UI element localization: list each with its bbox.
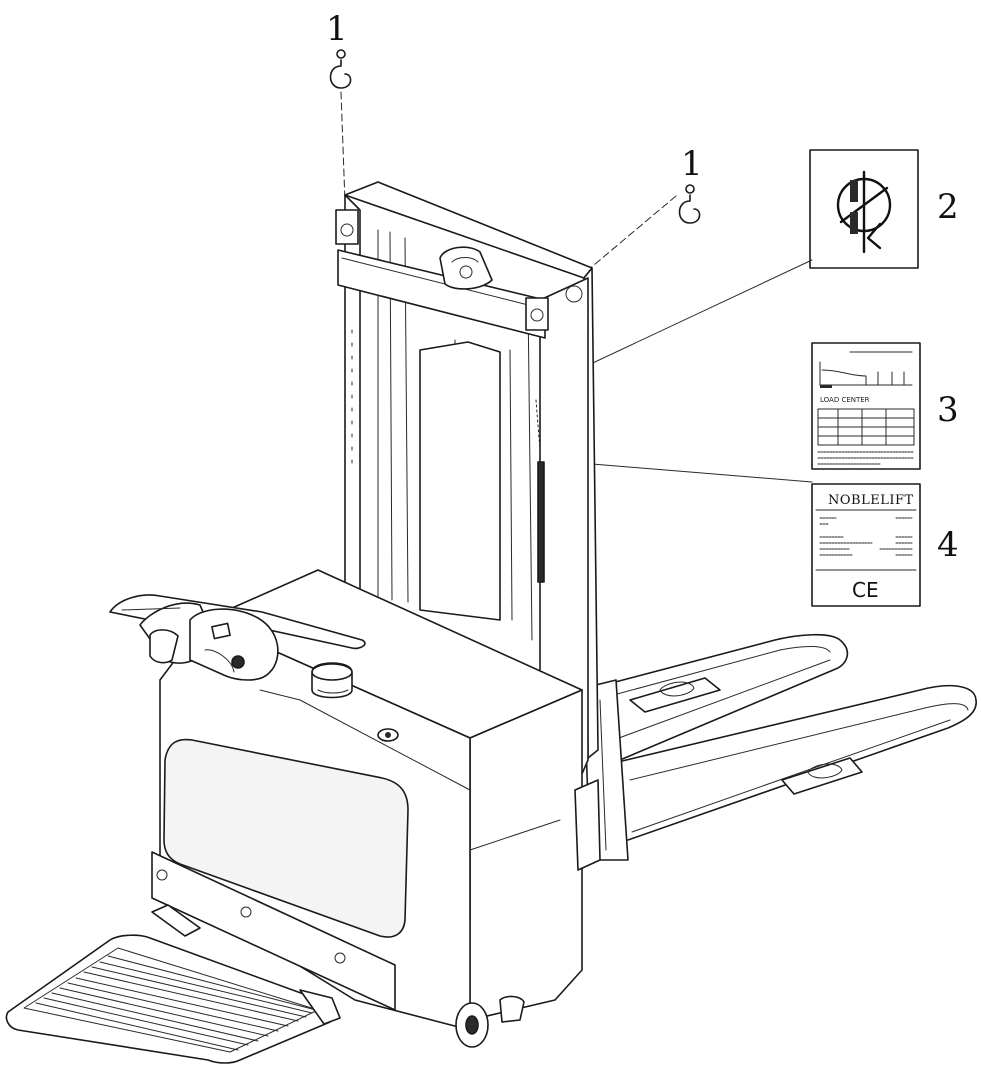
emergency-stop [311,662,353,699]
tiller [109,594,366,681]
callout-2: 2 [937,187,959,227]
drive-wheel [455,995,525,1048]
lifting-hook-icon [329,49,352,89]
lifting-hook-icon [678,184,701,224]
ce-mark-icon: CE [852,578,879,602]
platform-grating [35,955,317,1051]
lifting-eye-left [335,209,359,245]
chassis [151,569,583,1031]
label-2-group: 2 [564,149,959,377]
mast [335,181,599,791]
callout-4: 4 [937,525,959,565]
key-switch [377,728,399,742]
callout-1-right: 1 [681,144,703,184]
load-center-caption: LOAD CENTER [820,396,870,404]
fork-rear [584,633,849,763]
load-chart-graph [819,351,913,388]
nameplate-data-lines [819,517,913,556]
mast-pulley [439,246,493,290]
lifting-point-pictogram-icon [836,170,892,254]
load-chart-notes [817,451,915,465]
load-chart-table [817,408,915,446]
hook-right-group: 1 [587,144,703,271]
fork-rear-roller [629,677,721,713]
label-4-group: NOBLELIFT CE 4 [567,461,959,607]
callout-1-left: 1 [326,9,348,49]
callout-3: 3 [937,390,959,430]
fork-front-roller [781,757,863,795]
mast-base-foot [574,779,601,871]
nameplate-brand: NOBLELIFT [828,493,914,508]
label-3-group: LOAD CENTER 3 [811,342,959,470]
lifting-eye-right [525,285,583,331]
platform [5,904,341,1064]
